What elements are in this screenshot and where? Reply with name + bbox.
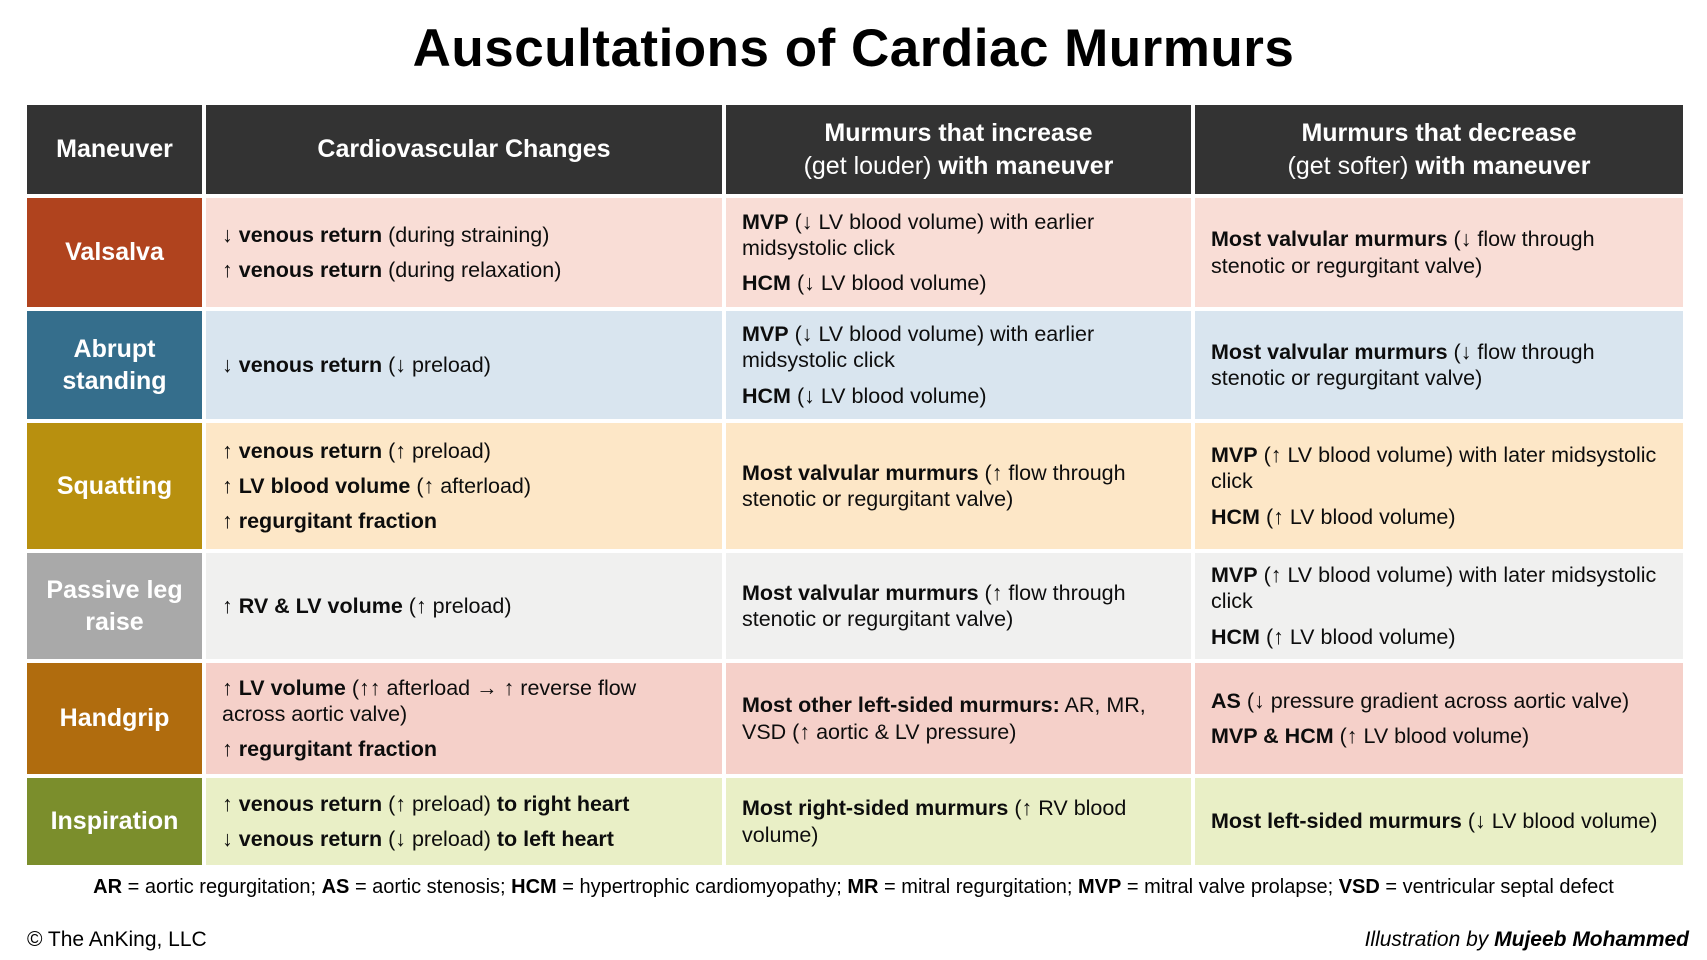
row-handgrip-label: Handgrip — [27, 663, 202, 774]
page-title: Auscultations of Cardiac Murmurs — [412, 19, 1295, 78]
cell-squatting-increase: Most valvular murmurs (↑ flow through st… — [726, 423, 1191, 549]
cell-passive-leg-raise-increase: Most valvular murmurs (↑ flow through st… — [726, 553, 1191, 659]
cell-inspiration-decrease: Most left-sided murmurs (↓ LV blood volu… — [1195, 778, 1683, 865]
cell-squatting-changes: ↑ venous return (↑ preload)↑ LV blood vo… — [206, 423, 722, 549]
cell-valsalva-decrease: Most valvular murmurs (↓ flow through st… — [1195, 198, 1683, 307]
cell-inspiration-changes: ↑ venous return (↑ preload) to right hea… — [206, 778, 722, 865]
header-murmurs-decrease: Murmurs that decrease(get softer) with m… — [1195, 105, 1683, 194]
cell-abrupt-standing-increase: MVP (↓ LV blood volume) with earlier mid… — [726, 311, 1191, 419]
header-maneuver: Maneuver — [27, 105, 202, 194]
cell-handgrip-decrease: AS (↓ pressure gradient across aortic va… — [1195, 663, 1683, 774]
header-cardiovascular-changes: Cardiovascular Changes — [206, 105, 722, 194]
header-murmurs-increase: Murmurs that increase(get louder) with m… — [726, 105, 1191, 194]
cell-valsalva-increase: MVP (↓ LV blood volume) with earlier mid… — [726, 198, 1191, 307]
cell-handgrip-changes: ↑ LV volume (↑↑ afterload → ↑ reverse fl… — [206, 663, 722, 774]
row-inspiration-label: Inspiration — [27, 778, 202, 865]
row-valsalva-label: Valsalva — [27, 198, 202, 307]
cell-squatting-decrease: MVP (↑ LV blood volume) with later midsy… — [1195, 423, 1683, 549]
cell-handgrip-increase: Most other left-sided murmurs: AR, MR, V… — [726, 663, 1191, 774]
copyright-text: © The AnKing, LLC — [27, 928, 207, 951]
cell-inspiration-increase: Most right-sided murmurs (↑ RV blood vol… — [726, 778, 1191, 865]
abbreviation-legend: AR = aortic regurgitation; AS = aortic s… — [93, 876, 1614, 898]
murmur-table: Maneuver Cardiovascular Changes Murmurs … — [27, 105, 1683, 865]
row-abrupt-standing-label: Abrupt standing — [27, 311, 202, 419]
cell-abrupt-standing-decrease: Most valvular murmurs (↓ flow through st… — [1195, 311, 1683, 419]
cell-valsalva-changes: ↓ venous return (during straining)↑ veno… — [206, 198, 722, 307]
cell-passive-leg-raise-decrease: MVP (↑ LV blood volume) with later midsy… — [1195, 553, 1683, 659]
row-passive-leg-raise-label: Passive leg raise — [27, 553, 202, 659]
cell-abrupt-standing-changes: ↓ venous return (↓ preload) — [206, 311, 722, 419]
cell-passive-leg-raise-changes: ↑ RV & LV volume (↑ preload) — [206, 553, 722, 659]
row-squatting-label: Squatting — [27, 423, 202, 549]
illustration-credit: Illustration by Mujeeb Mohammed — [1364, 928, 1689, 951]
